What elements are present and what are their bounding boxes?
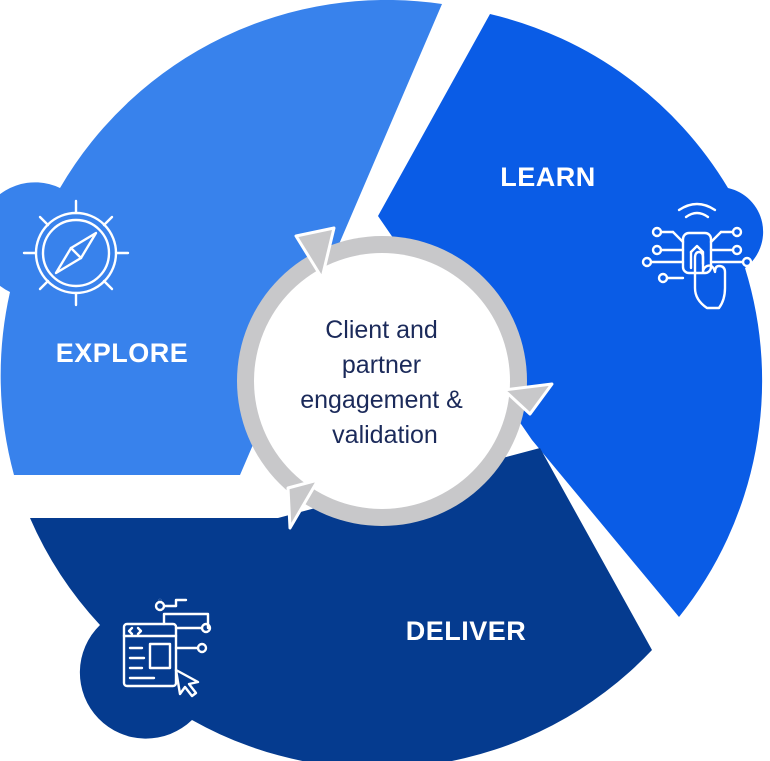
center-line-1: Client and xyxy=(325,316,438,344)
learn-label: LEARN xyxy=(500,162,596,192)
cycle-arrow-top xyxy=(294,226,336,280)
center-cycle: Client and partner engagement & validati… xyxy=(237,226,554,530)
deliver-segment-shape xyxy=(30,448,652,761)
explore-label: EXPLORE xyxy=(56,338,189,368)
code-window-icon xyxy=(122,598,212,698)
center-label: Client and partner engagement & validati… xyxy=(300,316,470,449)
deliver-segment: DELIVER xyxy=(30,448,652,761)
cycle-arrow-right xyxy=(502,382,554,416)
fingerprint-touch-icon xyxy=(641,202,753,310)
center-line-4: validation xyxy=(332,421,438,449)
compass-icon xyxy=(22,199,130,307)
cycle-arrow-bottom xyxy=(286,478,320,530)
explore-segment: EXPLORE xyxy=(0,0,442,475)
deliver-label: DELIVER xyxy=(406,616,527,646)
learn-segment-shape xyxy=(378,14,764,617)
learn-segment: LEARN xyxy=(378,14,764,617)
explore-segment-shape xyxy=(0,0,442,475)
center-disc xyxy=(254,253,510,509)
center-line-2: partner xyxy=(342,351,421,379)
center-line-3: engagement & xyxy=(300,386,463,414)
